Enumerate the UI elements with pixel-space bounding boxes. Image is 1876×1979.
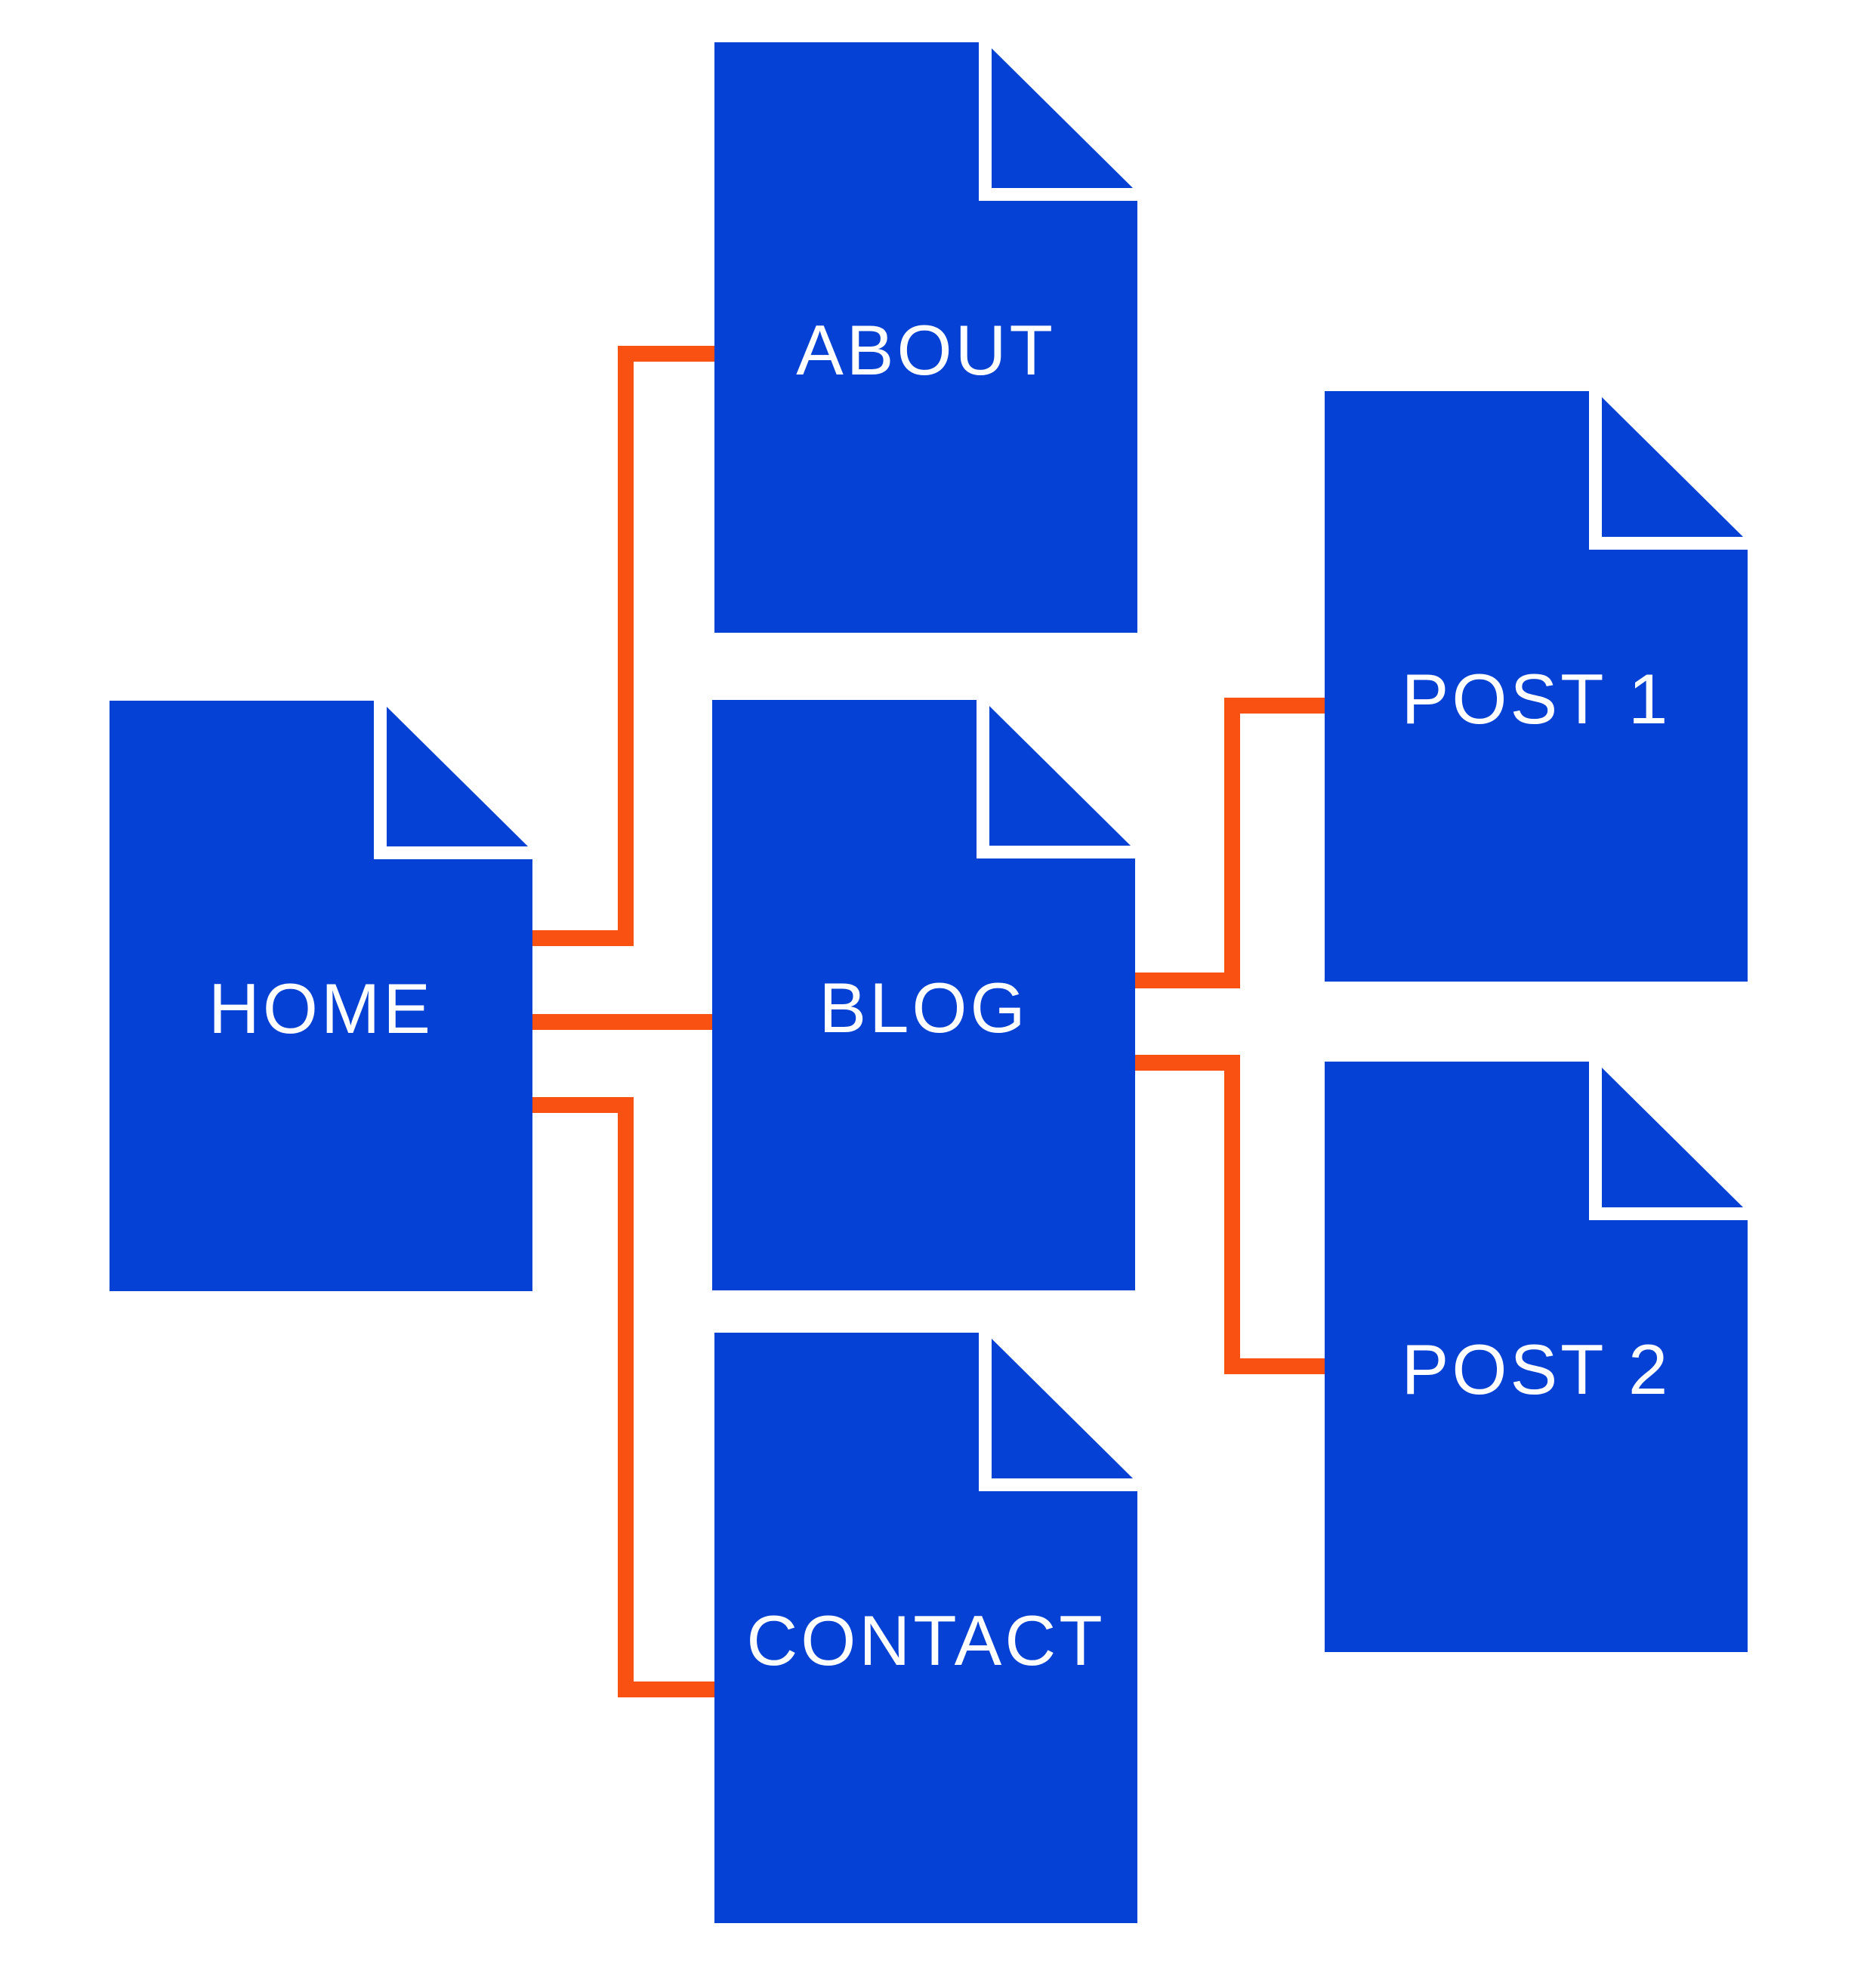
sitemap-node-blog: BLOG xyxy=(712,700,1135,1290)
sitemap-node-home: HOME xyxy=(110,701,532,1291)
connector-blog-post1-segment xyxy=(1224,698,1240,988)
connector-home-about-segment xyxy=(618,346,634,946)
page-fold-icon xyxy=(1602,1068,1743,1207)
page-fold-icon xyxy=(992,48,1133,188)
page-label: ABOUT xyxy=(796,310,1056,390)
page-label: BLOG xyxy=(819,968,1029,1047)
connector-home-contact-segment xyxy=(529,1097,634,1113)
connector-home-about-segment xyxy=(529,930,634,946)
connector-blog-post1-segment xyxy=(1135,973,1240,988)
sitemap-node-post2: POST 2 xyxy=(1325,1062,1748,1652)
connector-blog-post2-segment xyxy=(1224,1358,1325,1374)
page-label: POST 2 xyxy=(1401,1330,1671,1409)
page-fold-icon xyxy=(992,1339,1133,1478)
page-fold-icon xyxy=(989,706,1131,846)
page-fold-icon xyxy=(387,707,528,846)
page-label: HOME xyxy=(208,969,434,1048)
connector-home-about-segment xyxy=(618,346,714,362)
connector-blog-post1-segment xyxy=(1224,698,1325,714)
sitemap-node-post1: POST 1 xyxy=(1325,391,1748,982)
sitemap-node-about: ABOUT xyxy=(714,42,1137,633)
connector-blog-post2-segment xyxy=(1135,1055,1240,1071)
page-fold-icon xyxy=(1602,397,1743,537)
sitemap-node-contact: CONTACT xyxy=(714,1333,1137,1923)
connector-blog-post2-segment xyxy=(1224,1055,1240,1374)
page-label: POST 1 xyxy=(1401,659,1671,738)
page-label: CONTACT xyxy=(746,1601,1106,1680)
connector-home-contact-segment xyxy=(618,1097,634,1697)
connector-home-contact-segment xyxy=(618,1682,714,1697)
connector-home-blog-segment xyxy=(529,1014,712,1030)
